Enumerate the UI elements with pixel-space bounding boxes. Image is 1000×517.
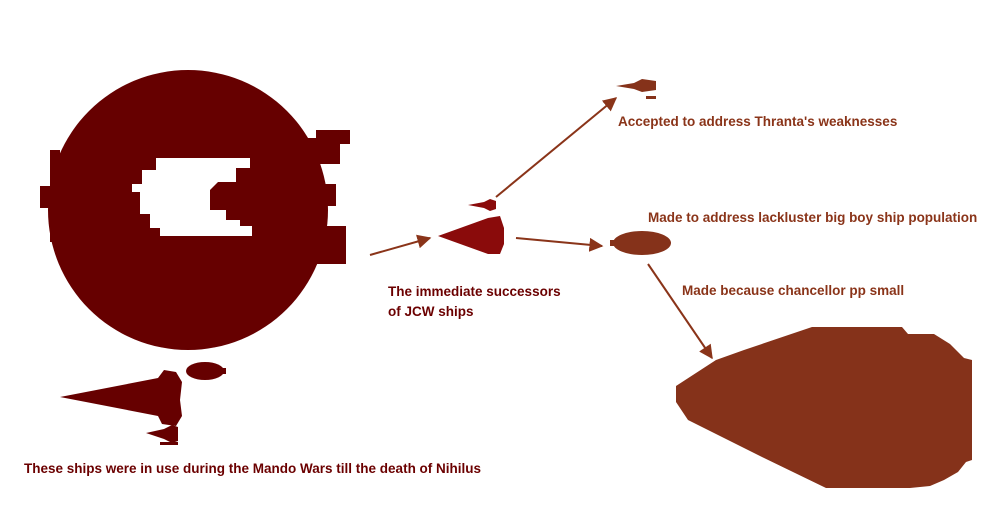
successor-wedge-ship xyxy=(438,216,504,254)
successor-small-fighter xyxy=(468,199,496,211)
arrow-to-thranta-successor xyxy=(495,97,618,198)
long-wedge-ship xyxy=(60,370,182,426)
big-boy-ship xyxy=(610,231,671,255)
circular-station-ship xyxy=(40,70,350,350)
thranta-successor-caption: Accepted to address Thranta's weaknesses xyxy=(618,114,898,129)
oval-escort-ship xyxy=(186,362,226,380)
arrow-to-chancellor-ship xyxy=(647,263,713,360)
chancellor-ship xyxy=(676,327,972,488)
successor-ships xyxy=(438,199,504,254)
jcw-era-caption: These ships were in use during the Mando… xyxy=(24,461,482,476)
thranta-successor-ship xyxy=(616,79,656,99)
small-fighter-ship xyxy=(146,425,178,445)
successors-caption-line1: The immediate successors xyxy=(388,284,561,299)
later-successor-ships xyxy=(610,79,972,488)
lineage-arrows xyxy=(369,97,713,360)
chancellor-successor-caption: Made because chancellor pp small xyxy=(682,283,905,298)
jcw-era-ships xyxy=(40,70,350,445)
successors-caption-line2: of JCW ships xyxy=(388,304,474,319)
arrow-to-big-boy-ship xyxy=(515,237,604,252)
arrow-jcw-to-successors xyxy=(369,234,432,256)
big-ship-successor-caption: Made to address lackluster big boy ship … xyxy=(648,210,978,225)
